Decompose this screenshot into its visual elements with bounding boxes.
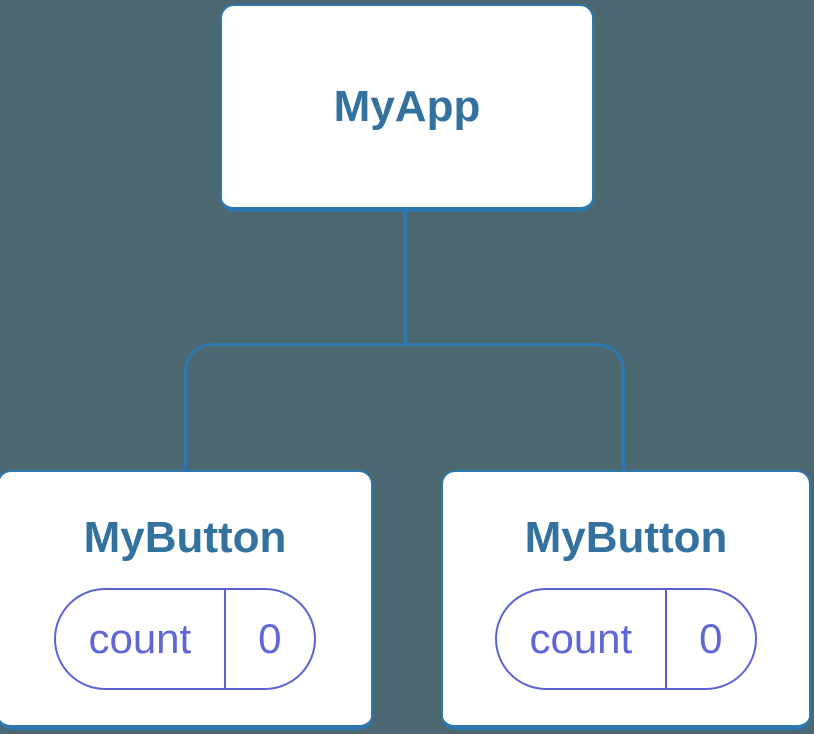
tree-connector-branch bbox=[184, 343, 625, 472]
component-node-mybutton-left: MyButton count 0 bbox=[0, 470, 373, 730]
component-node-myapp: MyApp bbox=[220, 4, 594, 212]
state-name: count bbox=[529, 615, 633, 662]
state-value: 0 bbox=[664, 590, 755, 688]
component-name-label: MyButton bbox=[83, 513, 287, 562]
state-name: count bbox=[88, 615, 192, 662]
state-pill: count 0 bbox=[495, 588, 757, 690]
state-pill: count 0 bbox=[54, 588, 316, 690]
component-name-label: MyApp bbox=[333, 81, 481, 131]
tree-connector-stem bbox=[403, 209, 407, 345]
component-node-mybutton-right: MyButton count 0 bbox=[441, 470, 811, 730]
state-value: 0 bbox=[223, 590, 314, 688]
component-name-label: MyButton bbox=[524, 513, 728, 562]
